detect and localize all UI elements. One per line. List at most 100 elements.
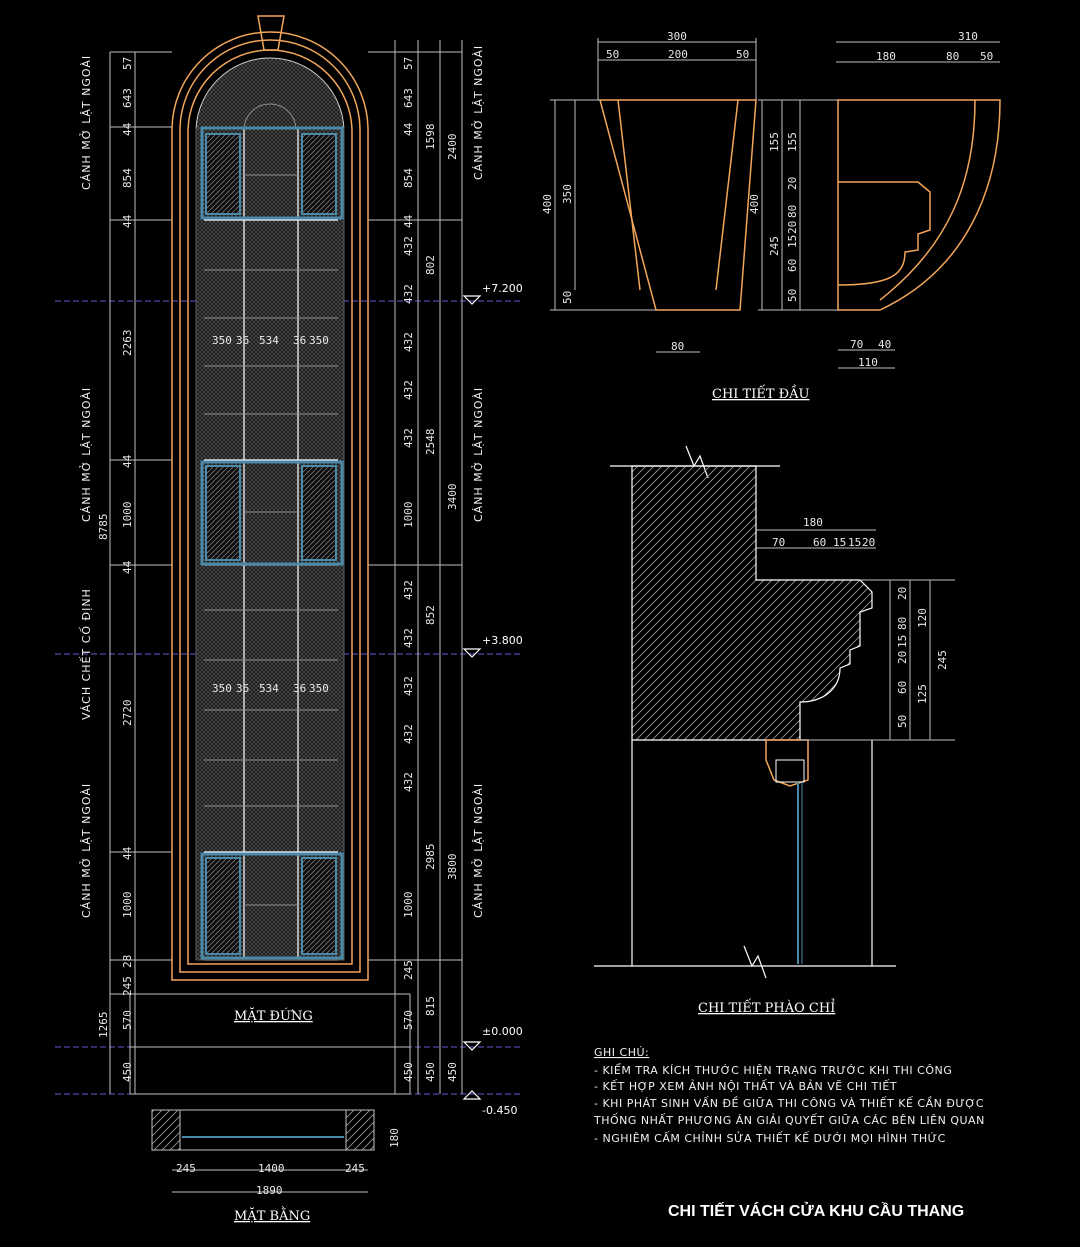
level-text: +7.200 <box>482 282 523 295</box>
dim-text: 3400 <box>446 484 459 511</box>
dim-text: 400 <box>541 194 554 214</box>
dim-text: 50 <box>896 715 909 728</box>
cornice-detail-title: CHI TIẾT PHÀO CHỈ <box>698 998 835 1016</box>
dim-text: 44 <box>402 122 415 136</box>
cornice-detail: 180 70 60 15 15 20 20 80 15 20 60 50 120… <box>594 445 955 1016</box>
dim-text: 20 <box>862 536 875 549</box>
dim-text: 450 <box>402 1062 415 1082</box>
right-label: CÁNH MỞ LẬT NGOÀI <box>471 783 485 918</box>
level-text: ±0.000 <box>482 1025 523 1038</box>
notes-heading: GHI CHÚ: <box>594 1046 649 1059</box>
dim-text: 450 <box>121 1062 134 1082</box>
dim-text: 60 <box>896 681 909 694</box>
level-text: +3.800 <box>482 634 523 647</box>
dim-text: 60 <box>813 536 826 549</box>
elevation-view: 350 36 534 36 350 350 36 534 36 350 <box>55 15 523 1117</box>
left-label: CÁNH MỞ LẬT NGOÀI <box>79 387 93 522</box>
note-line: - KẾT HỢP XEM ẢNH NỘI THẤT VÀ BẢN VẼ CHI… <box>594 1079 897 1093</box>
glass-dim: 36 <box>236 682 249 695</box>
dim-text: 432 <box>402 380 415 400</box>
sill-and-base <box>129 993 411 1095</box>
dim-text: 110 <box>858 356 878 369</box>
dim-text: 1000 <box>402 892 415 919</box>
glass-dim: 350 <box>309 334 329 347</box>
glass-dim: 350 <box>212 334 232 347</box>
dim-text: 70 <box>850 338 863 351</box>
left-label: CÁNH MỞ LẬT NGOÀI <box>79 55 93 190</box>
left-labels: CÁNH MỞ LẬT NGOÀI CÁNH MỞ LẬT NGOÀI VÁCH… <box>79 55 93 918</box>
dim-text: 1000 <box>121 892 134 919</box>
sash-top <box>200 126 344 220</box>
dim-text: 432 <box>402 628 415 648</box>
dim-text: 15 <box>833 536 846 549</box>
dim-text: 20 <box>786 177 799 190</box>
dim-text: 1000 <box>121 502 134 529</box>
glass-dim: 350 <box>309 682 329 695</box>
dim-text: 854 <box>121 168 134 188</box>
dim-text: 450 <box>424 1062 437 1082</box>
dim-text: 44 <box>121 846 134 860</box>
note-line: - KHI PHÁT SINH VẤN ĐỀ GIỮA THI CÔNG VÀ … <box>594 1096 984 1110</box>
glazing-field <box>195 57 345 961</box>
right-label: CÁNH MỞ LẬT NGOÀI <box>471 45 485 180</box>
left-dim-texts: 57 643 44 854 44 2263 44 1000 44 2720 44… <box>97 57 134 1082</box>
dim-text: 1598 <box>424 124 437 151</box>
dim-text: 80 <box>946 50 959 63</box>
dim-text: 815 <box>424 996 437 1016</box>
opening-sashes <box>200 126 344 960</box>
keystone <box>257 15 285 51</box>
dim-text: 50 <box>606 48 619 61</box>
notes-block: GHI CHÚ: - KIỂM TRA KÍCH THƯỚC HIỆN TRẠN… <box>593 1046 985 1145</box>
dim-text: 400 <box>748 194 761 214</box>
dim-text: 15 <box>896 635 909 648</box>
dim-text: 432 <box>402 332 415 352</box>
dim-text: 125 <box>916 684 929 704</box>
dim-text: 50 <box>980 50 993 63</box>
glass-width-dims: 350 36 534 36 350 350 36 534 36 350 <box>212 334 329 695</box>
dim-text: 180 <box>388 1128 401 1148</box>
dim-text: 1890 <box>256 1184 283 1197</box>
dim-text: 570 <box>121 1010 134 1030</box>
dim-text: 15 <box>848 536 861 549</box>
dim-text: 300 <box>667 30 687 43</box>
dim-text: 155 <box>786 132 799 152</box>
dim-text: 2263 <box>121 330 134 357</box>
keystone-front <box>599 99 757 311</box>
dim-text: 2985 <box>424 844 437 871</box>
dim-text: 245 <box>121 976 134 996</box>
dim-text: 44 <box>121 214 134 228</box>
dim-text: 432 <box>402 284 415 304</box>
glazing-bars <box>204 174 338 906</box>
dim-text: 432 <box>402 580 415 600</box>
note-line: THỐNG NHẤT PHƯƠNG ÁN GIẢI QUYẾT GIỮA CÁC… <box>593 1113 985 1127</box>
level-text: -0.450 <box>482 1104 517 1117</box>
note-line: - NGHIÊM CẤM CHỈNH SỬA THIẾT KẾ DƯỚI MỌI… <box>594 1131 946 1145</box>
dim-text: 245 <box>402 960 415 980</box>
dim-text: 57 <box>402 57 415 70</box>
dim-text: 200 <box>668 48 688 61</box>
dim-text: 643 <box>402 88 415 108</box>
left-dimension-chain <box>109 51 172 1094</box>
dim-text: 643 <box>121 88 134 108</box>
dim-text: 40 <box>878 338 891 351</box>
glass-dim: 36 <box>293 682 306 695</box>
level-markers: +7.200 +3.800 ±0.000 -0.450 <box>462 282 523 1117</box>
dim-text: 245 <box>768 236 781 256</box>
dim-text: 180 <box>876 50 896 63</box>
dim-text: 432 <box>402 724 415 744</box>
outer-frame <box>171 31 369 981</box>
dim-text: 1265 <box>97 1012 110 1039</box>
right-dim-texts: 57 643 44 854 44 432 432 432 432 432 100… <box>402 57 459 1082</box>
dim-text: 50 <box>786 289 799 302</box>
dim-text: 70 <box>772 536 785 549</box>
glass-dim: 36 <box>236 334 249 347</box>
dim-text: 20 <box>896 651 909 664</box>
dim-text: 50 <box>736 48 749 61</box>
glass-dim: 534 <box>259 334 279 347</box>
dim-text: 180 <box>803 516 823 529</box>
sash-middle <box>200 460 344 566</box>
dim-text: 802 <box>424 255 437 275</box>
dim-text: 245 <box>345 1162 365 1175</box>
sash-head <box>765 739 809 787</box>
